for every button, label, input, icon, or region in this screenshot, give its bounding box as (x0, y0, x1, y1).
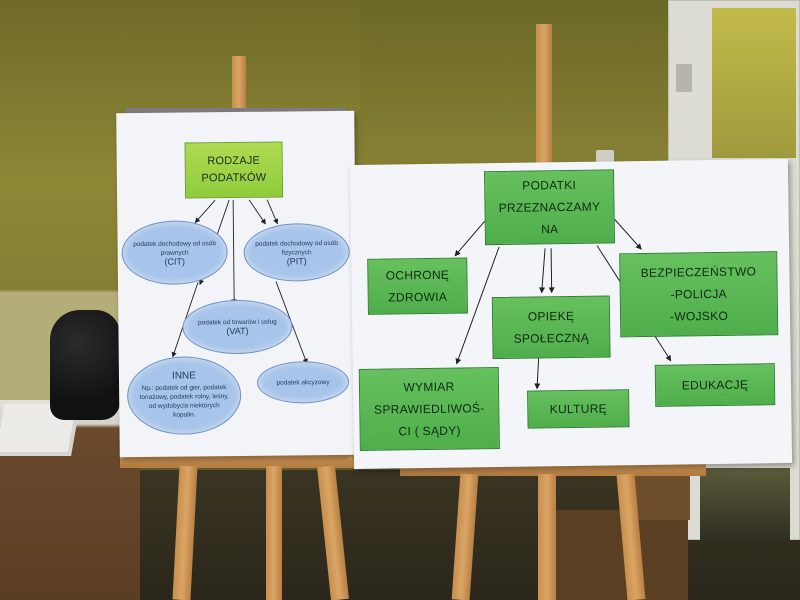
door-handle (676, 64, 692, 92)
title-line: PODATKÓW (201, 171, 267, 185)
title-line: PODATKI (522, 177, 577, 193)
box-line: -WOJSKO (669, 308, 729, 324)
cloud-inne-text: Np.: podatek od gier, podatek tonażowy, … (139, 384, 229, 419)
cloud-vat-abbr: (VAT) (226, 325, 249, 337)
wall-right (360, 0, 680, 170)
box-wymiar-sprawiedliwosci: WYMIAR SPRAWIEDLIWOŚ- CI ( SĄDY) (358, 367, 500, 451)
black-bag (50, 310, 120, 420)
cloud-pit-text: podatek dochodowy od osób fizycznych (255, 239, 338, 257)
title-line: RODZAJE (207, 154, 261, 168)
poster-tax-uses: PODATKI PRZEZNACZAMY NA OCHRONĘ ZDROWIA … (349, 158, 793, 470)
box-kultura: KULTURĘ (527, 389, 630, 429)
cloud-akcyzowy-text: podatek akcyzowy (276, 378, 330, 387)
poster-tax-types: RODZAJE PODATKÓW podatek dochodowy od os… (116, 110, 358, 458)
box-opieka-spoleczna: OPIEKĘ SPOŁECZNĄ (491, 295, 611, 360)
box-line: EDUKACJĘ (681, 377, 749, 393)
cloud-pit-abbr: (PIT) (286, 255, 307, 266)
box-line: CI ( SĄDY) (398, 423, 461, 439)
wooden-cabinet (548, 510, 688, 600)
box-line: ZDROWIA (388, 289, 448, 305)
tax-types-title: RODZAJE PODATKÓW (184, 141, 284, 199)
door-lower-window (700, 468, 790, 540)
box-line: KULTURĘ (549, 401, 608, 417)
left-easel-leg (266, 466, 282, 600)
cloud-cit-text: podatek dochodowy od osób prawnych (133, 239, 216, 257)
left-easel-mast (232, 56, 246, 116)
door-window (712, 8, 796, 158)
box-ochrona-zdrowia: OCHRONĘ ZDROWIA (367, 257, 468, 315)
tax-uses-title: PODATKI PRZEZNACZAMY NA (483, 169, 616, 246)
box-line: WYMIAR (403, 379, 455, 395)
cloud-inne-heading: INNE (171, 370, 196, 382)
box-line: OCHRONĘ (385, 267, 450, 283)
title-line: NA (541, 222, 559, 237)
right-easel-leg (538, 474, 556, 600)
right-easel-mast (536, 24, 552, 166)
cloud-cit-abbr: (CIT) (164, 256, 186, 267)
box-line: SPOŁECZNĄ (513, 330, 590, 346)
box-bezpieczenstwo: BEZPIECZEŃSTWO -POLICJA -WOJSKO (619, 251, 779, 338)
title-line: PRZEZNACZAMY (498, 199, 601, 215)
box-line: BEZPIECZEŃSTWO (640, 264, 757, 281)
box-edukacja: EDUKACJĘ (654, 363, 776, 407)
box-line: SPRAWIEDLIWOŚ- (374, 401, 485, 417)
box-line: -POLICJA (670, 286, 728, 302)
wooden-shelf (630, 470, 690, 520)
box-line: OPIEKĘ (527, 308, 575, 324)
